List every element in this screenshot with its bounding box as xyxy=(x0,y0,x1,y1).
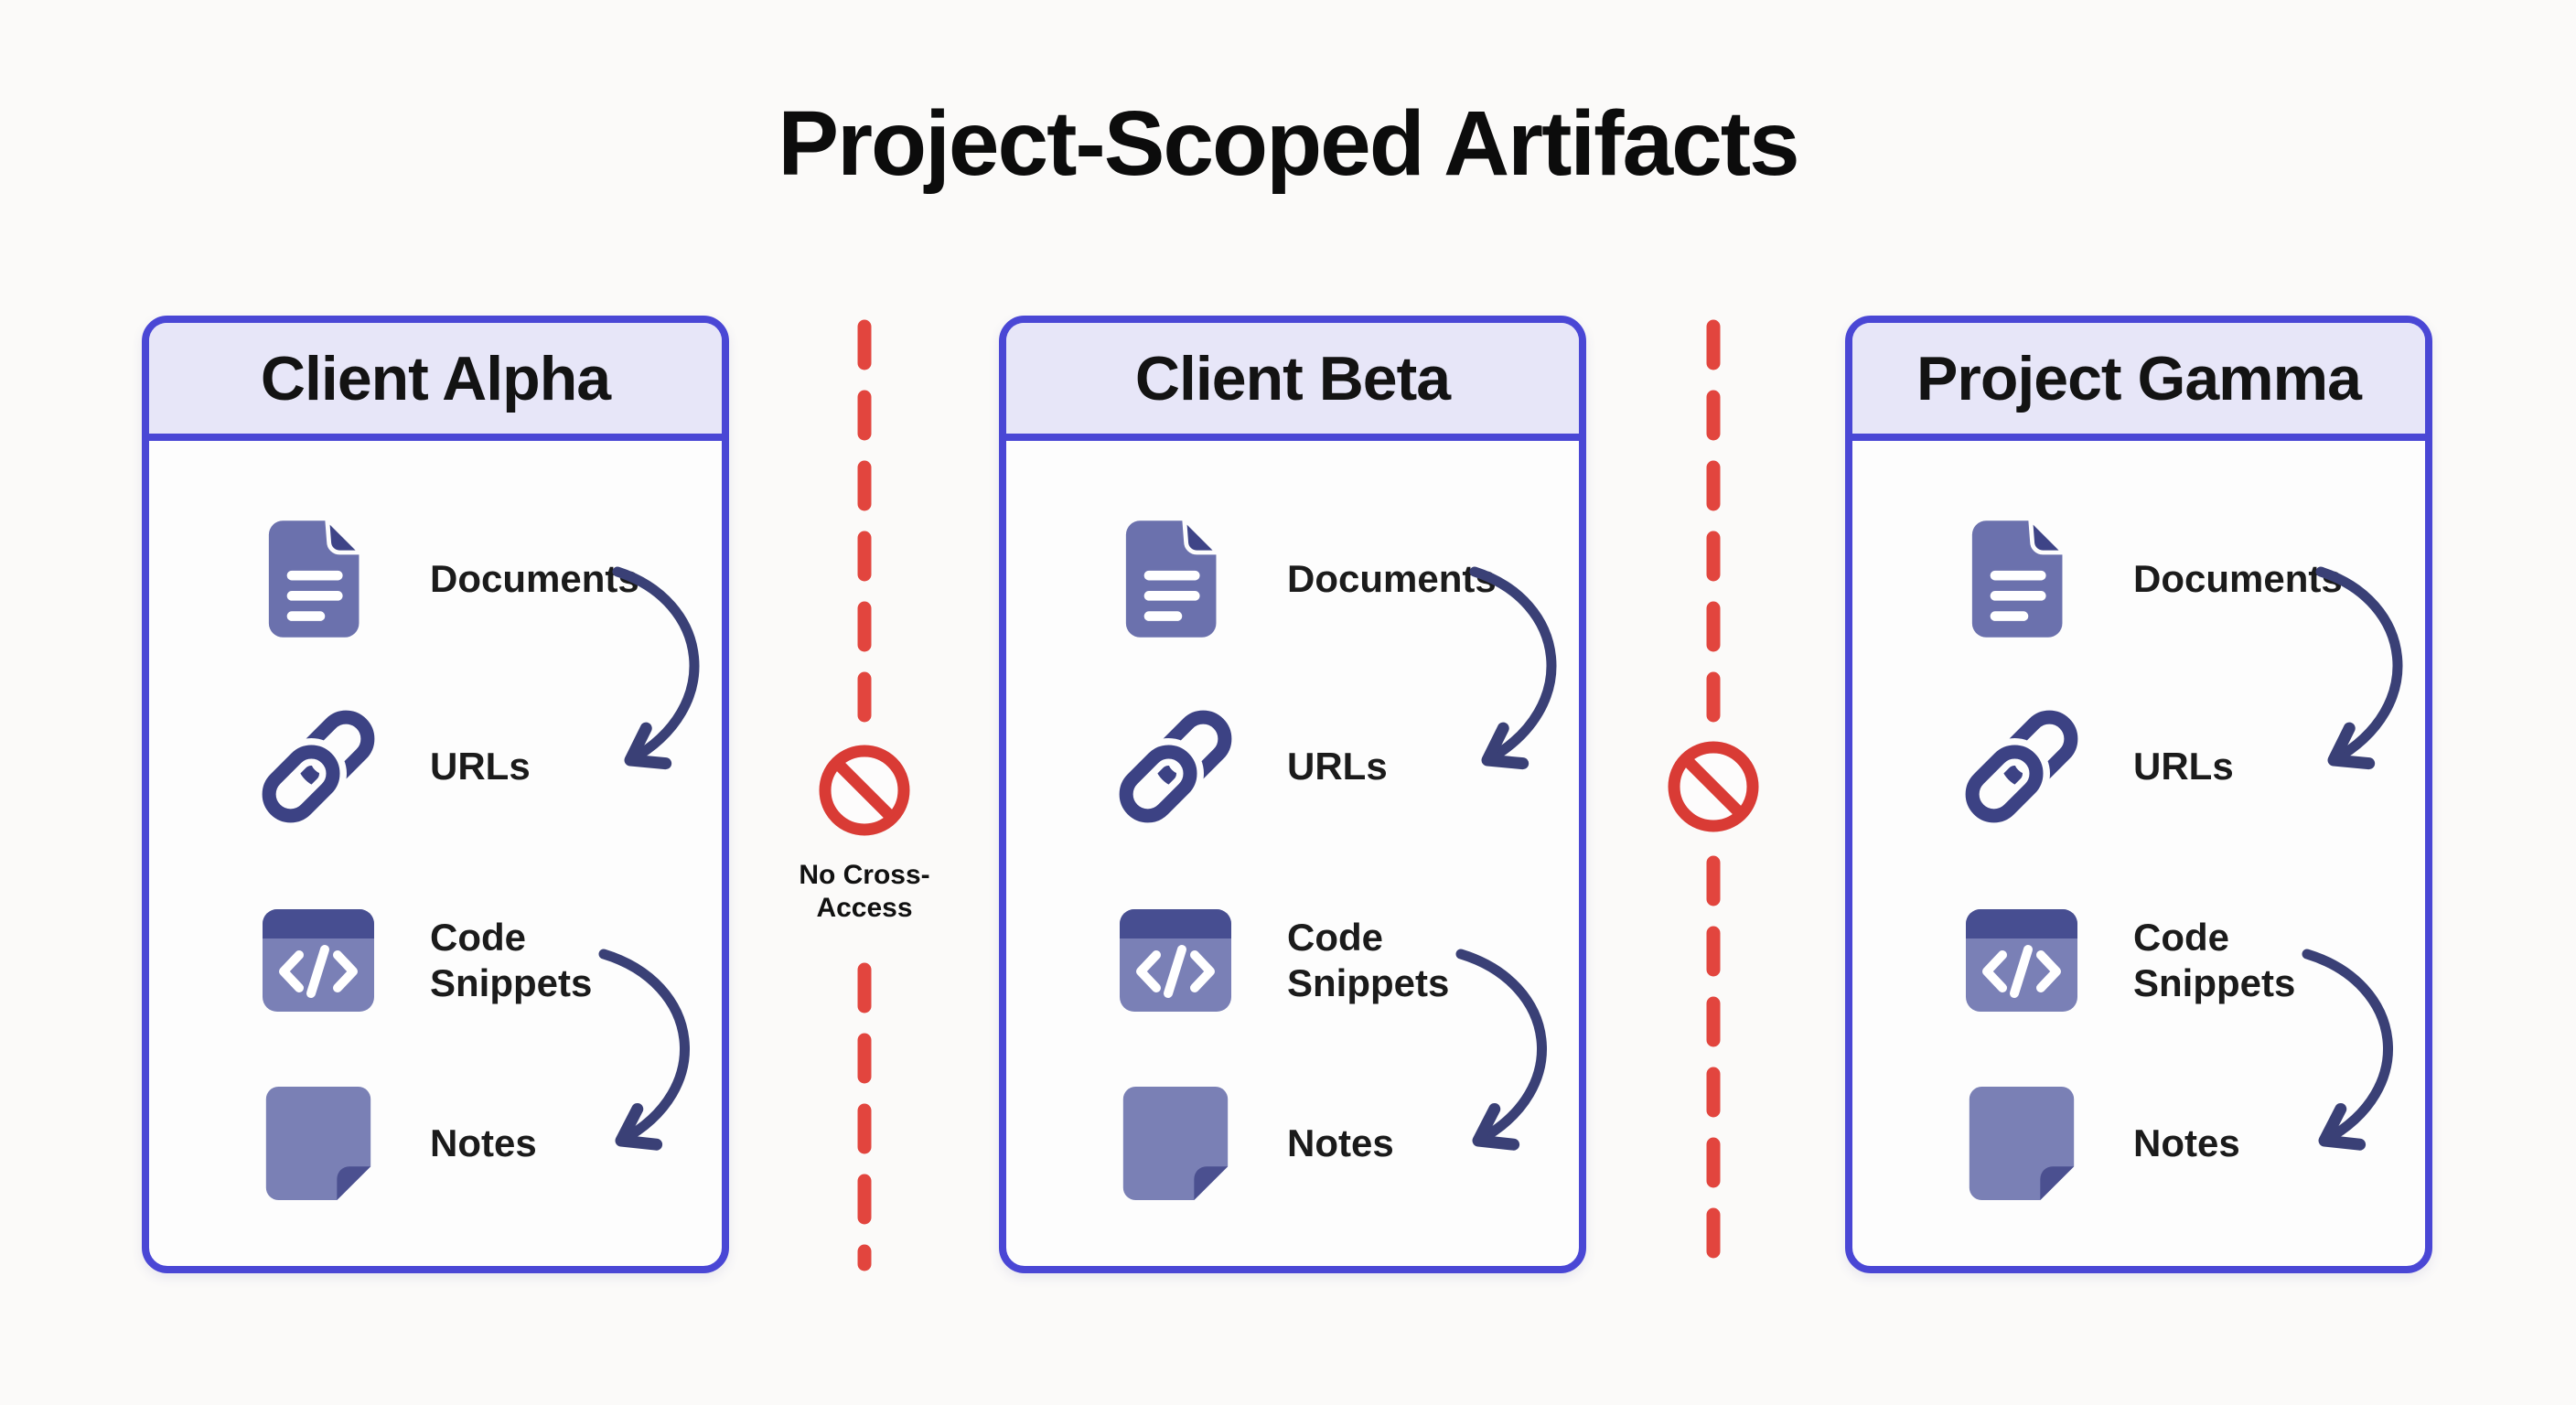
artifact-row-urls: URLs xyxy=(245,693,531,840)
artifact-label: Notes xyxy=(430,1121,537,1165)
artifact-label: Documents xyxy=(2133,557,2343,601)
dashed-boundary xyxy=(857,319,872,1271)
artifact-row-documents: Documents xyxy=(1948,506,2343,652)
artifact-label: URLs xyxy=(430,745,531,788)
artifact-label: URLs xyxy=(1287,745,1388,788)
artifact-label: Notes xyxy=(2133,1121,2240,1165)
artifact-label: URLs xyxy=(2133,745,2234,788)
document-icon xyxy=(1102,515,1249,643)
artifact-row-urls: URLs xyxy=(1948,693,2234,840)
dashed-boundary xyxy=(1706,319,1721,1271)
artifact-label: Code Snippets xyxy=(1287,916,1450,1004)
artifact-label: Code Snippets xyxy=(2133,916,2296,1004)
note-icon xyxy=(245,1080,392,1207)
link-icon xyxy=(1102,698,1249,835)
artifact-label: Notes xyxy=(1287,1121,1394,1165)
artifact-row-notes: Notes xyxy=(245,1070,537,1217)
document-icon xyxy=(245,515,392,643)
link-icon xyxy=(1948,698,2095,835)
code-icon xyxy=(245,906,392,1015)
project-card-client-alpha: Client Alpha Documents xyxy=(142,316,729,1273)
artifact-label: Code Snippets xyxy=(430,916,593,1004)
artifact-row-documents: Documents xyxy=(245,506,639,652)
no-cross-access-label: No Cross-Access xyxy=(799,860,930,923)
note-icon xyxy=(1948,1080,2095,1207)
code-icon xyxy=(1948,906,2095,1015)
card-title: Client Alpha xyxy=(149,323,722,441)
artifact-row-code-snippets: Code Snippets xyxy=(1948,887,2362,1034)
artifact-label: Documents xyxy=(1287,557,1497,601)
artifact-row-notes: Notes xyxy=(1948,1070,2240,1217)
artifact-row-urls: URLs xyxy=(1102,693,1388,840)
project-card-project-gamma: Project Gamma Documents xyxy=(1845,316,2432,1273)
no-entry-icon xyxy=(1668,741,1759,832)
artifact-label: Documents xyxy=(430,557,639,601)
document-icon xyxy=(1948,515,2095,643)
note-icon xyxy=(1102,1080,1249,1207)
card-title: Client Beta xyxy=(1006,323,1579,441)
artifact-row-notes: Notes xyxy=(1102,1070,1394,1217)
project-card-client-beta: Client Beta Documents xyxy=(999,316,1586,1273)
isolation-divider-1: No Cross-Access xyxy=(782,316,947,1273)
code-icon xyxy=(1102,906,1249,1015)
isolation-divider-2 xyxy=(1631,316,1796,1273)
no-entry-icon xyxy=(819,745,910,836)
page-title: Project-Scoped Artifacts xyxy=(778,92,1799,195)
card-title: Project Gamma xyxy=(1852,323,2425,441)
artifact-row-documents: Documents xyxy=(1102,506,1497,652)
artifact-row-code-snippets: Code Snippets xyxy=(245,887,659,1034)
artifact-row-code-snippets: Code Snippets xyxy=(1102,887,1516,1034)
link-icon xyxy=(245,698,392,835)
